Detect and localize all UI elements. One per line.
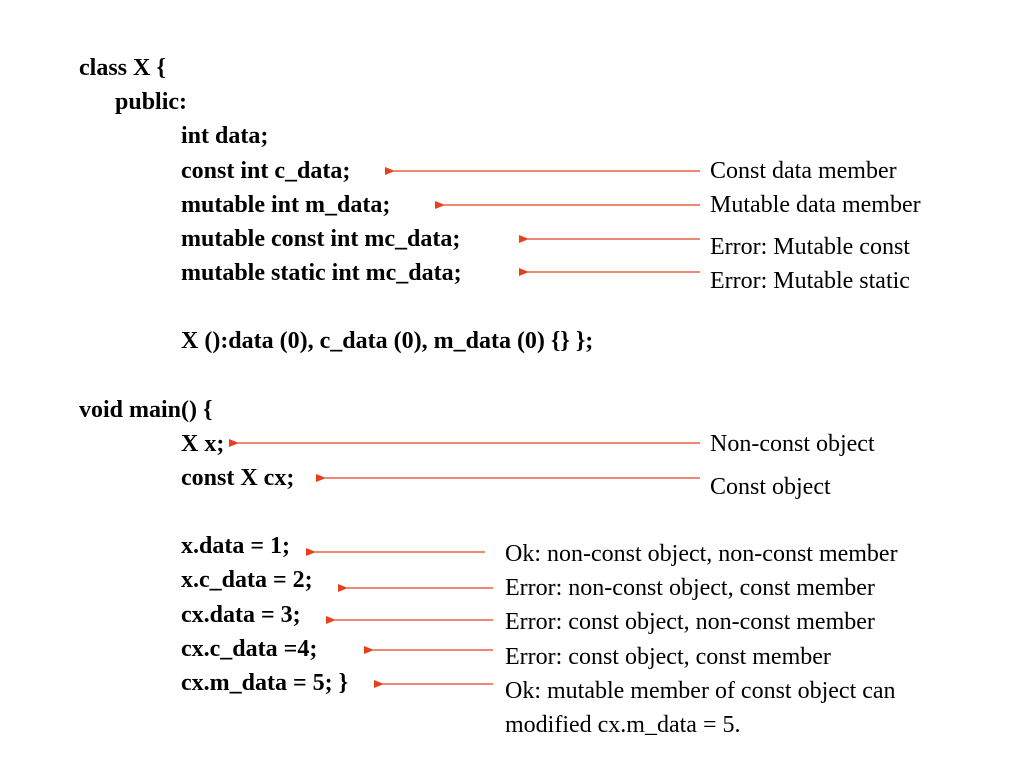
code-x-c-data: x.c_data = 2; [181,567,313,593]
code-mutable-const: mutable const int mc_data; [181,226,461,252]
code-x-decl: X x; [181,431,225,457]
code-constructor: X ():data (0), c_data (0), m_data (0) {}… [181,328,594,354]
note-ok-nonconst: Ok: non-const object, non-const member [505,541,898,567]
code-cx-decl: const X cx; [181,465,295,491]
code-mutable-int: mutable int m_data; [181,192,391,218]
code-cx-c-data: cx.c_data =4; [181,636,318,662]
note-err-mutable-static: Error: Mutable static [710,268,910,294]
code-int-data: int data; [181,123,269,149]
note-non-const-object: Non-const object [710,431,875,457]
note-err-nonconst-const: Error: non-const object, const member [505,575,875,601]
note-err-const-nonconst: Error: const object, non-const member [505,609,875,635]
note-const-member: Const data member [710,158,897,184]
code-const-int: const int c_data; [181,158,351,184]
note-err-const-const: Error: const object, const member [505,644,831,670]
code-main-decl: void main() { [79,397,213,423]
code-class-decl: class X { [79,55,166,81]
code-mutable-static: mutable static int mc_data; [181,260,462,286]
code-public-label: public: [115,89,188,115]
note-err-mutable-const: Error: Mutable const [710,234,910,260]
code-cx-m-data: cx.m_data = 5; } [181,670,349,696]
note-ok-mutable-line2: modified cx.m_data = 5. [505,712,741,738]
note-const-object: Const object [710,474,831,500]
note-ok-mutable-line1: Ok: mutable member of const object can [505,678,896,704]
code-x-data: x.data = 1; [181,533,291,559]
note-mutable-member: Mutable data member [710,192,921,218]
code-cx-data: cx.data = 3; [181,602,301,628]
